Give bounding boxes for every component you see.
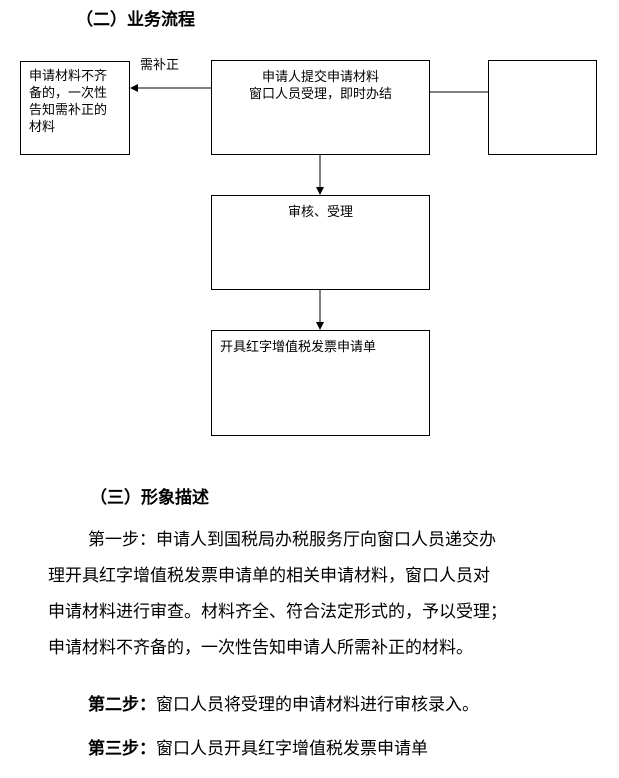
flow-box-line: 申请人提交申请材料 (261, 70, 379, 85)
flow-box-line: 材料 (29, 120, 56, 135)
step3-label: 第三步： (88, 739, 156, 759)
flowchart-connectors (130, 84, 489, 330)
step3-text: 窗口人员开具红字增值税发票申请单 (156, 739, 428, 759)
section-heading-description: （三）形象描述 (90, 488, 209, 508)
step1-line: 第一步：申请人到国税局办税服务厅向窗口人员递交办 (88, 530, 496, 550)
flow-box-line: 告知需补正的 (29, 103, 108, 118)
flow-box-issue-form: 开具红字增值税发票申请单 (211, 330, 430, 436)
supplement-label: 需补正 (140, 58, 180, 73)
flow-box-text: 审核、受理 (287, 205, 353, 220)
flow-box-text: 开具红字增值税发票申请单 (220, 340, 377, 355)
flow-box-empty (488, 60, 597, 155)
flow-box-submit-materials: 申请人提交申请材料 窗口人员受理，即时办结 (211, 60, 430, 155)
step2-line: 第二步：窗口人员将受理的申请材料进行审核录入。 (88, 693, 479, 717)
flow-box-line: 备的，一次性 (29, 86, 108, 101)
flow-box-incomplete-materials: 申请材料不齐 备的，一次性 告知需补正的 材料 (20, 61, 130, 155)
flow-box-line: 窗口人员受理，即时办结 (248, 87, 392, 102)
step1-line: 申请材料不齐备的，一次性告知申请人所需补正的材料。 (48, 638, 473, 658)
step1-paragraph: 第一步：申请人到国税局办税服务厅向窗口人员递交办 理开具红字增值税发票申请单的相… (48, 522, 608, 666)
step1-line: 申请材料进行审查。材料齐全、符合法定形式的，予以受理； (48, 602, 507, 622)
step2-label: 第二步： (88, 695, 156, 715)
flow-box-line: 申请材料不齐 (29, 69, 108, 84)
section-heading-business-process: （二）业务流程 (76, 10, 195, 30)
step1-line: 理开具红字增值税发票申请单的相关申请材料，窗口人员对 (48, 566, 490, 586)
step3-line: 第三步：窗口人员开具红字增值税发票申请单 (88, 737, 428, 761)
flow-box-review: 审核、受理 (211, 195, 430, 290)
step2-text: 窗口人员将受理的申请材料进行审核录入。 (156, 695, 479, 715)
